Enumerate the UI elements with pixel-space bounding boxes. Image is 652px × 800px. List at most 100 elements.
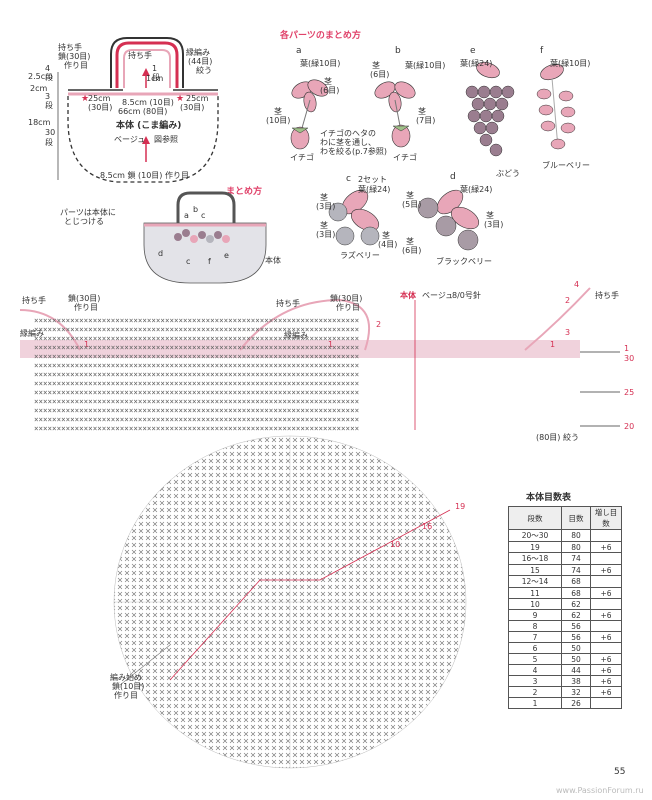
page-number: 55 [614,767,626,777]
chart-circle-1a: 1 [84,340,90,349]
chart-right-30: 30 [624,354,635,363]
part-b-stem-count: (6目) [370,70,390,79]
parts-title: 各パーツのまとめ方 [280,31,361,41]
chart-right-20: 20 [624,422,635,431]
row-16-marker: 16 [422,522,433,531]
cell-increase: +6 [590,609,622,621]
assembly-note-2: とじつける [64,217,104,226]
rows-4: 4 [45,64,51,73]
cell-stitches: 56 [561,631,591,643]
row-1-unit: 段 [152,73,160,82]
parts-illustrations [290,61,576,251]
rows-30: 30 [45,128,56,137]
handle-chain-count: 鎖(30目) [58,52,91,61]
cell-increase [590,620,622,632]
assembly-a: a [184,211,189,220]
part-f-blueberry [536,63,576,150]
beige-label: ベージュ [114,135,146,144]
ref-label: 図参照 [154,135,178,144]
cell-increase [590,552,622,565]
header-stitches: 目数 [561,506,591,530]
svg-text:★: ★ [176,94,184,104]
cell-stitches: 74 [561,564,591,576]
cell-stitches: 68 [561,575,591,588]
cell-rows: 10 [508,598,562,610]
cell-increase: +6 [590,564,622,576]
cell-rows: 3 [508,675,562,687]
start-note-3: 作り目 [114,691,138,700]
cell-stitches: 80 [561,541,591,553]
part-d-stem-count: (5目) [402,200,422,209]
part-c-stem3-count: (3目) [316,230,336,239]
dim-66cm-80: 66cm (80目) [118,107,168,116]
chart-right-25: 25 [624,388,635,397]
rows-4-unit: 段 [45,73,53,82]
cell-increase: +6 [590,664,622,676]
body-label: 本体 (こま編み) [116,121,182,131]
chart-handle-left: 持ち手 [22,296,46,305]
cell-stitches: 44 [561,664,591,676]
cell-increase [590,598,622,610]
dim-25cm-b-count: (30目) [180,103,205,112]
dim-18cm: 18cm [28,118,51,127]
assembly-title: まとめ方 [226,187,263,197]
cell-rows: 9 [508,609,562,621]
cell-rows: 20〜30 [508,529,562,542]
chart-edge-mid: 縁編み [284,331,308,340]
cell-increase: +6 [590,675,622,687]
row-1: 1 [152,64,158,73]
cell-rows: 5 [508,653,562,665]
chart-circle-3: 3 [565,328,571,337]
cell-rows: 16〜18 [508,552,562,565]
part-c-raspberry [328,189,380,246]
svg-text:★: ★ [81,94,89,104]
part-f-label: f [540,46,544,56]
part-b-label: b [395,46,401,56]
cell-rows: 2 [508,686,562,698]
cell-rows: 8 [508,620,562,632]
cell-stitches: 74 [561,552,591,565]
cell-stitches: 62 [561,609,591,621]
cell-rows: 4 [508,664,562,676]
chart-end-note: (80目) 絞う [536,433,579,442]
handle-make: 作り目 [64,61,88,70]
handle-label: 持ち手 [128,51,152,60]
assembly-bag-illustration [143,191,267,284]
part-b-name: イチゴ [393,153,417,162]
cell-rows: 11 [508,587,562,599]
dim-25cm-a: 25cm [88,94,111,103]
chart-chain30-mid: 鎖(30目) [330,294,363,303]
count-table-title: 本体目数表 [526,493,572,503]
side-chart-graphics [19,287,620,430]
part-d-stem3-count: (6目) [402,246,422,255]
part-b-stem2: 茎 [418,107,426,116]
edge-count: (44目) [188,57,213,66]
chart-right-1: 1 [624,344,630,353]
cell-increase [590,642,622,654]
chart-edge-left: 縁編み [20,329,44,338]
assembly-area: パーツは本体に とじつける 本体 a b c d c f e [60,185,290,285]
dim-30-count: (30目) [88,103,113,112]
chart-chain30-mid-make: 作り目 [336,303,360,312]
side-stitch-chart: 持ち手 鎖(30目) 作り目 縁編み 持ち手 鎖(30目) 作り目 縁編み 本体… [19,280,650,450]
cell-stitches: 50 [561,653,591,665]
part-a-leaf: 葉(緑10目) [300,59,341,68]
strawberry-note-2: わに茎を通し、 [320,138,376,147]
strawberry-note-1: イチゴのヘタの [320,129,376,138]
assembly-c2: c [186,257,191,266]
part-d-stem: 茎 [406,191,414,200]
edge-label: 縁編み [186,48,210,57]
